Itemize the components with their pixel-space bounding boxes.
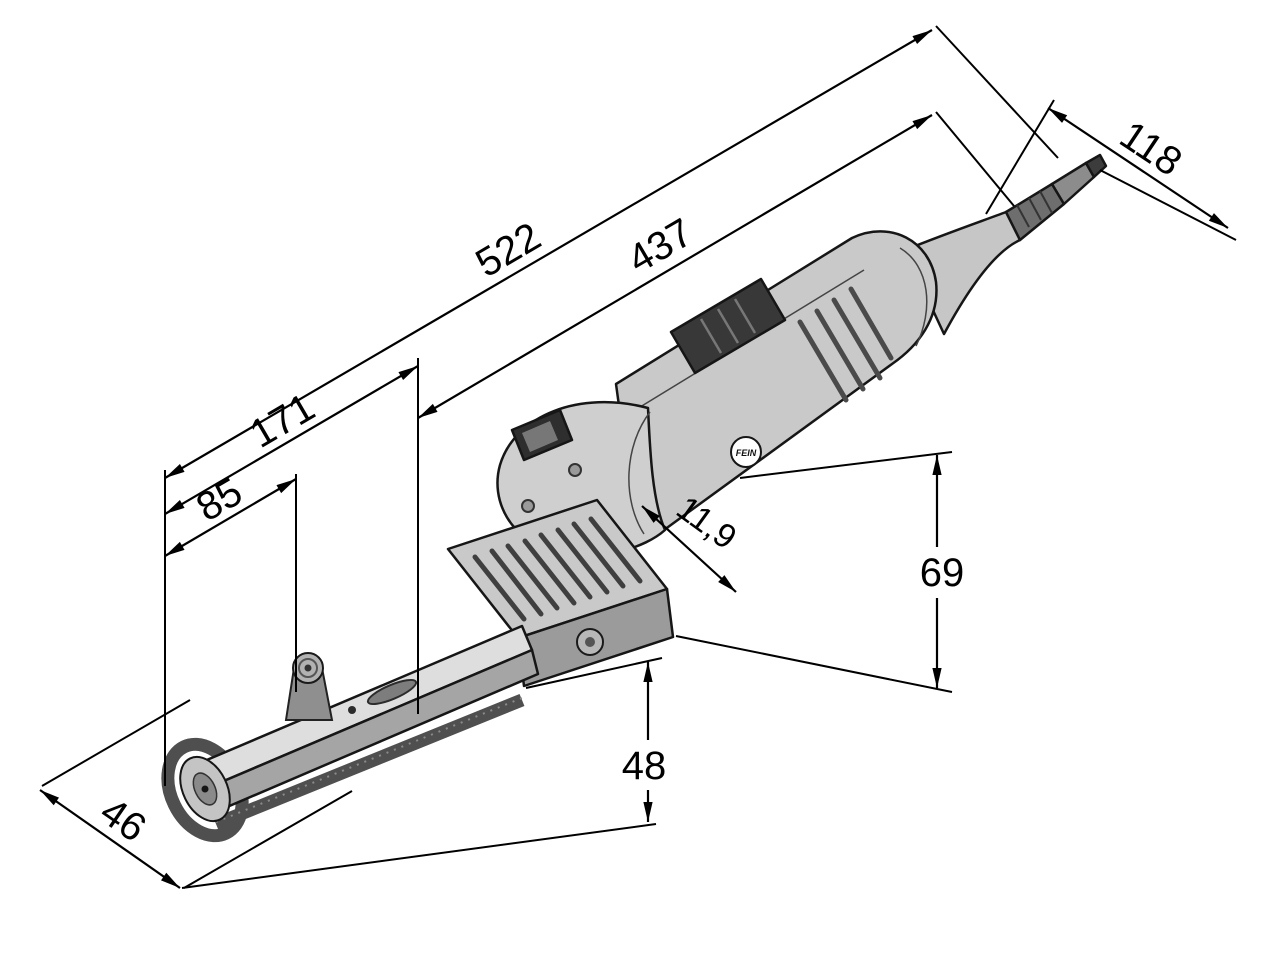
tension-roller-flange <box>298 658 318 678</box>
tracking-knob-center <box>585 637 595 647</box>
extension-line <box>41 699 191 787</box>
grille-slots <box>472 516 643 622</box>
strain-relief-rib <box>1016 204 1030 228</box>
dimension-body-height: 69 <box>675 451 965 693</box>
dimension-line <box>641 505 737 593</box>
roller-axle <box>201 785 209 793</box>
drive-roller <box>179 755 231 823</box>
extension-line <box>183 790 353 889</box>
dimension-head-height: 48 <box>181 657 667 889</box>
dim-label-body-height: 69 <box>920 551 965 595</box>
dimension-line <box>1047 107 1229 229</box>
belt-grinding-attachment <box>446 498 675 688</box>
dim-label-head-height: 48 <box>622 744 667 788</box>
dimension-line <box>39 789 181 889</box>
tension-roller-axle <box>304 664 312 672</box>
screw <box>521 499 535 513</box>
extension-line <box>739 451 953 479</box>
dimension-line <box>417 114 933 419</box>
belt-arm <box>200 624 540 812</box>
extension-line <box>181 823 657 889</box>
extension-line <box>985 99 1055 215</box>
arm-hole <box>348 706 356 714</box>
belt-lower-run <box>213 693 525 831</box>
extension-line <box>525 657 663 689</box>
arm-slot <box>366 678 418 706</box>
dimension-line <box>164 478 297 557</box>
strain-relief-rib <box>1028 197 1042 221</box>
extension-line <box>675 635 953 693</box>
brand-logo-text: FEIN <box>736 448 757 458</box>
screw <box>568 463 582 477</box>
extension-line <box>935 25 1059 159</box>
